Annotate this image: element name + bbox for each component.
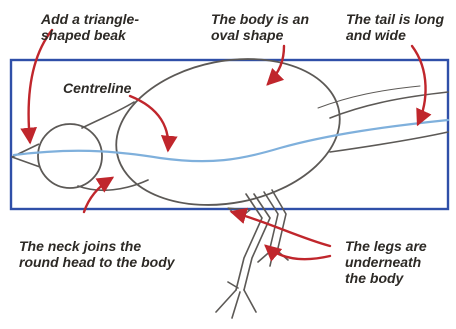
body-oval	[104, 41, 353, 224]
label-neck-line1: The neck joins the	[19, 238, 175, 254]
label-tail: The tail is long and wide	[346, 11, 444, 43]
label-legs-line1: The legs are	[345, 238, 427, 254]
head-circle	[38, 124, 102, 188]
legs-arrow-upper	[232, 212, 330, 246]
label-tail-line1: The tail is long	[346, 11, 444, 27]
legs-arrow-lower	[266, 246, 330, 259]
label-legs-line3: the body	[345, 270, 427, 286]
centreline-arrow	[130, 96, 168, 150]
label-legs: The legs are underneath the body	[345, 238, 427, 286]
label-beak-line2: shaped beak	[41, 27, 139, 43]
label-beak-line1: Add a triangle-	[41, 11, 139, 27]
label-legs-line2: underneath	[345, 254, 427, 270]
tail-sketch	[318, 86, 448, 152]
label-centreline: Centreline	[63, 80, 131, 96]
beak-arrow	[29, 30, 52, 142]
label-neck: The neck joins the round head to the bod…	[19, 238, 175, 270]
label-neck-line2: round head to the body	[19, 254, 175, 270]
label-body: The body is an oval shape	[211, 11, 309, 43]
label-tail-line2: and wide	[346, 27, 444, 43]
annotation-arrows	[29, 30, 426, 259]
tail-arrow	[412, 46, 426, 124]
body-arrow	[268, 46, 284, 84]
neck-sketch	[78, 102, 148, 190]
label-body-line1: The body is an	[211, 11, 309, 27]
label-beak: Add a triangle- shaped beak	[41, 11, 139, 43]
label-body-line2: oval shape	[211, 27, 309, 43]
